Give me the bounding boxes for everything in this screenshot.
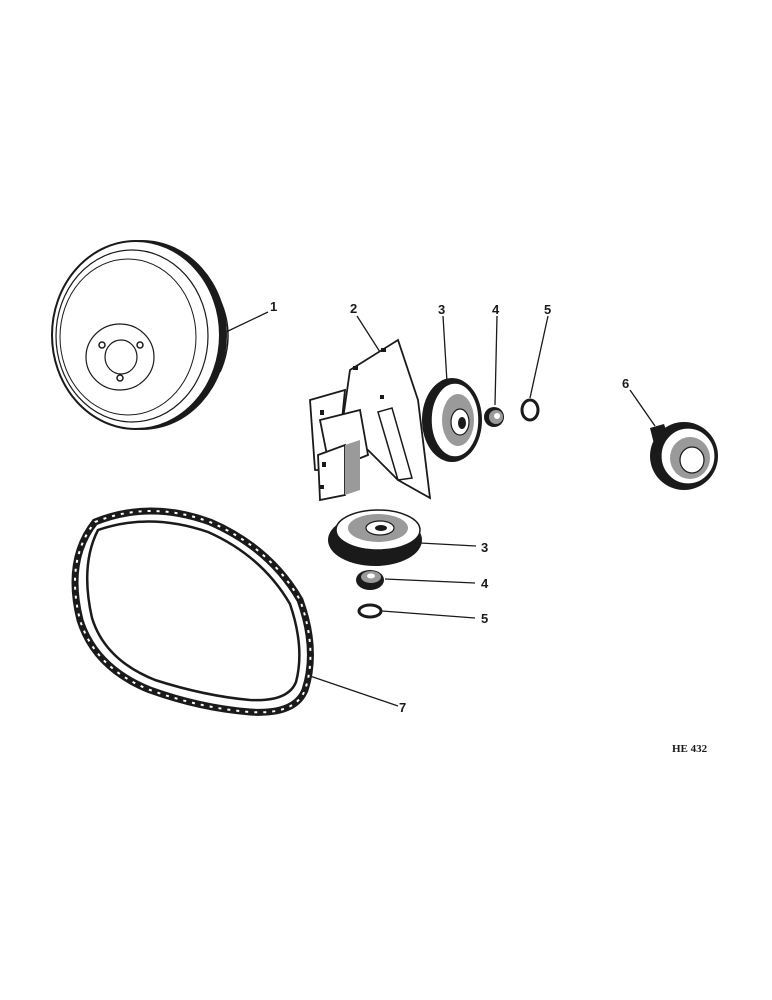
callout-7: 7 <box>399 700 406 715</box>
leader-line-5-upper <box>529 315 549 399</box>
bearing-part-4-lower <box>356 570 384 590</box>
large-sheave-part-1 <box>51 240 229 430</box>
hub-assembly-part-6 <box>650 422 718 490</box>
leader-line-5-lower <box>381 610 476 619</box>
callout-5-upper: 5 <box>544 302 551 317</box>
figure-code: HE 432 <box>672 743 708 755</box>
callout-5-lower: 5 <box>481 611 488 626</box>
leader-line-2 <box>356 315 381 353</box>
leader-line-3-lower <box>419 542 477 547</box>
callout-3-lower: 3 <box>481 540 488 555</box>
leader-line-7 <box>309 675 399 707</box>
callout-3-upper: 3 <box>438 302 445 317</box>
callout-4-lower: 4 <box>481 576 489 591</box>
callout-6: 6 <box>622 376 629 391</box>
idler-bracket-part-2 <box>309 338 432 502</box>
bearing-part-4-upper <box>484 407 504 427</box>
snap-ring-part-5-upper <box>520 398 540 422</box>
callout-1: 1 <box>270 299 277 314</box>
v-belt-part-7 <box>71 507 314 716</box>
leader-line-1 <box>225 311 269 333</box>
leader-line-6 <box>629 389 656 427</box>
snap-ring-part-5-lower <box>357 603 383 619</box>
leader-lines <box>225 311 656 707</box>
leader-line-3-upper <box>442 315 448 383</box>
leader-line-4-upper <box>494 315 498 406</box>
idler-pulley-part-3-upper <box>422 378 482 462</box>
leader-line-4-lower <box>384 578 476 584</box>
callout-4-upper: 4 <box>492 302 500 317</box>
idler-pulley-part-3-lower <box>328 509 422 566</box>
callout-2: 2 <box>350 301 357 316</box>
